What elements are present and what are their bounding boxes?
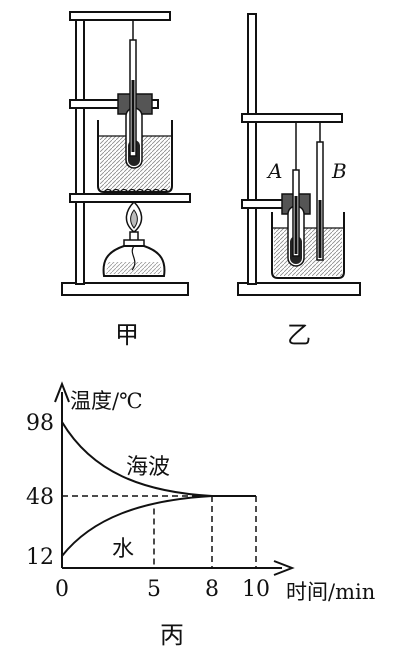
- temperature-time-chart: 0 5 8 10 98 48 12: [26, 381, 295, 602]
- caption-jia: 甲: [115, 321, 139, 349]
- jia-base: [61, 282, 189, 296]
- x-axis-arrow: [273, 560, 295, 576]
- caption-yi: 乙: [287, 321, 311, 349]
- y-axis-arrow: [54, 381, 70, 403]
- label-tube-b: B: [331, 159, 347, 183]
- jia-ring-arm: [69, 193, 191, 203]
- x-tick-8: 8: [205, 577, 219, 602]
- yi-pole: [247, 13, 257, 285]
- x-tick-0: 0: [55, 577, 69, 602]
- y-axis-label: 温度/℃: [70, 389, 143, 413]
- label-tube-a: A: [266, 159, 282, 183]
- x-tick-10: 10: [242, 577, 270, 602]
- y-tick-12: 12: [26, 545, 54, 570]
- yi-beaker: [271, 212, 345, 279]
- x-tick-5: 5: [147, 577, 161, 602]
- series-label-water: 水: [112, 537, 134, 562]
- y-tick-98: 98: [26, 411, 54, 436]
- y-tick-48: 48: [26, 485, 54, 510]
- tick-labels: 0 5 8 10 98 48 12: [26, 411, 270, 602]
- apparatus-yi: [237, 13, 361, 296]
- series-line-water: [61, 495, 256, 557]
- series-label-haibo: 海波: [126, 455, 170, 480]
- yi-base: [237, 282, 361, 296]
- jia-pole: [75, 13, 85, 285]
- series-line-haibo: [61, 421, 256, 497]
- yi-top-arm: [241, 113, 343, 123]
- series-curves: [61, 421, 256, 557]
- jia-top-arm: [69, 11, 171, 21]
- apparatus-jia: [61, 11, 191, 296]
- jia-beaker: [97, 120, 173, 193]
- x-axis-label: 时间/min: [286, 580, 375, 604]
- caption-bing: 丙: [160, 621, 184, 649]
- jia-clamp-arm: [69, 99, 159, 109]
- guide-lines: [62, 495, 257, 568]
